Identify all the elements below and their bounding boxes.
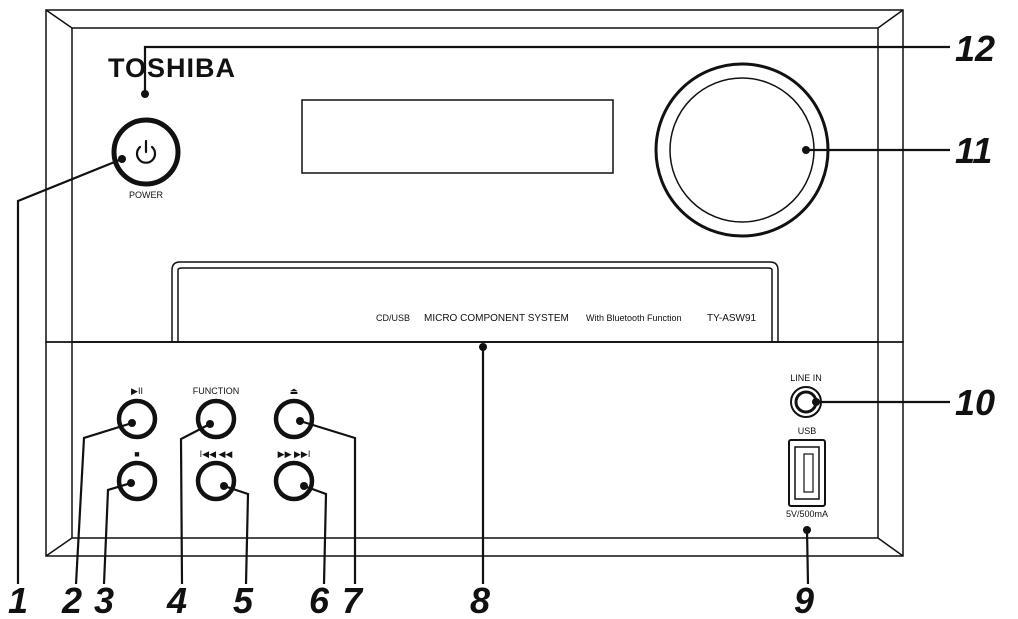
leader-9 <box>805 529 810 585</box>
forward-icon: ▶▶ ▶▶I <box>278 449 311 459</box>
stop-icon: ■ <box>134 449 139 459</box>
lower-panel-outer <box>45 341 904 557</box>
power-icon <box>135 139 157 164</box>
display-window <box>301 99 614 174</box>
callout-2: 2 <box>61 580 82 619</box>
callout-11: 11 <box>955 130 992 171</box>
leader-7 <box>299 419 357 584</box>
power-label: POWER <box>129 190 164 200</box>
stop-button[interactable] <box>116 460 158 502</box>
leader-1 <box>16 157 123 584</box>
callout-9: 9 <box>794 580 814 619</box>
leader-4 <box>179 423 211 585</box>
lower-panel-inner <box>71 341 879 539</box>
eject-button[interactable] <box>273 398 315 440</box>
leader-6 <box>303 484 328 585</box>
power-button[interactable] <box>111 117 181 187</box>
volume-knob[interactable] <box>654 62 830 238</box>
callout-4: 4 <box>166 580 187 619</box>
leader-5 <box>223 484 250 585</box>
eject-icon: ⏏ <box>290 386 299 396</box>
lower-panel <box>45 341 904 557</box>
callout-dots <box>118 90 820 534</box>
tray-text-system: MICRO COMPONENT SYSTEM <box>424 313 569 324</box>
play-pause-icon: ▶II <box>131 386 143 396</box>
leader-2 <box>74 421 133 585</box>
rewind-button[interactable] <box>195 460 237 502</box>
tray-text-model: TY-ASW91 <box>707 313 757 324</box>
callout-10: 10 <box>955 382 995 423</box>
usb-label: USB <box>798 426 817 436</box>
forward-button[interactable] <box>273 460 315 502</box>
callout-8: 8 <box>470 580 490 619</box>
brand-logo: TOSHIBA <box>108 53 236 83</box>
disc-tray[interactable] <box>171 261 779 342</box>
callout-leaders <box>16 45 950 585</box>
callout-5: 5 <box>233 580 254 619</box>
usb-port[interactable] <box>788 439 826 507</box>
function-button[interactable] <box>195 398 237 440</box>
line-in-label: LINE IN <box>790 373 822 383</box>
usb-rating-label: 5V/500mA <box>786 509 828 519</box>
callout-12: 12 <box>955 28 995 69</box>
rewind-icon: I◀◀ ◀◀ <box>200 449 233 459</box>
callout-1: 1 <box>8 580 28 619</box>
function-label: FUNCTION <box>193 386 240 396</box>
play-pause-button[interactable] <box>116 398 158 440</box>
tray-text-cd-usb: CD/USB <box>376 313 410 323</box>
leader-3 <box>102 481 132 585</box>
tray-text-bluetooth: With Bluetooth Function <box>586 313 682 323</box>
callout-6: 6 <box>309 580 330 619</box>
callout-7: 7 <box>342 580 364 619</box>
leader-12 <box>143 45 950 94</box>
callout-3: 3 <box>94 580 114 619</box>
